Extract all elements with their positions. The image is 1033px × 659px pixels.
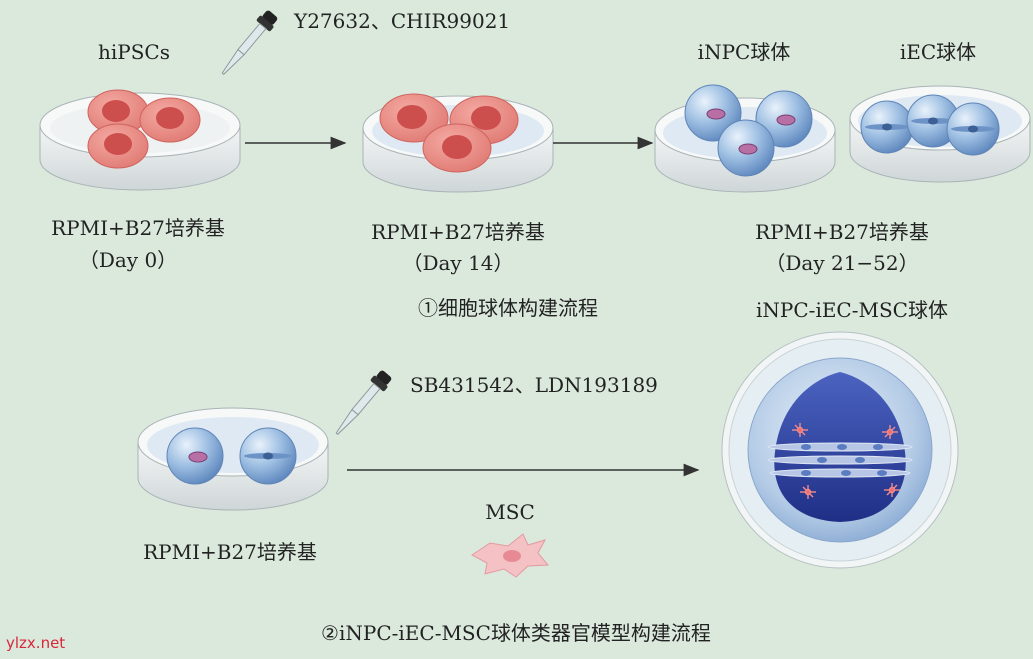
- hipsc-cell: [87, 123, 149, 169]
- medium-label-day14: RPMI+B27培养基: [371, 220, 545, 244]
- petri-dish-iec: [849, 85, 1031, 183]
- iec-sphere: [860, 100, 914, 154]
- organoid-label: iNPC-iEC-MSC球体: [756, 298, 948, 322]
- msc-label: MSC: [485, 500, 535, 524]
- reagents-label-1: Y27632、CHIR99021: [294, 9, 511, 33]
- inpc-sphere-label: iNPC球体: [697, 40, 791, 64]
- petri-dish-day14: [362, 93, 554, 193]
- hipsc-cell: [139, 97, 201, 143]
- pipette-icon: [221, 10, 278, 75]
- medium-label-coculture: RPMI+B27培养基: [143, 540, 317, 564]
- iec-sphere: [239, 427, 297, 485]
- petri-dish-day0: [39, 89, 241, 191]
- day0-label: （Day 0）: [78, 248, 178, 272]
- iec-sphere: [906, 94, 960, 148]
- day14-label: （Day 14）: [402, 251, 514, 275]
- organoid-sphere: [721, 331, 959, 569]
- iec-sphere-label: iEC球体: [899, 40, 977, 64]
- section1-caption: ①细胞球体构建流程: [418, 296, 598, 320]
- section2-caption: ②iNPC-iEC-MSC球体类器官模型构建流程: [321, 621, 711, 645]
- iec-sphere: [946, 102, 1000, 156]
- petri-dish-coculture: [137, 407, 329, 511]
- day21-label: （Day 21−52）: [765, 251, 919, 275]
- watermark: ylzx.net: [6, 634, 66, 652]
- medium-label-day21: RPMI+B27培养基: [755, 220, 929, 244]
- petri-dish-inpc: [654, 84, 836, 193]
- pipette-icon: [335, 370, 392, 435]
- inpc-sphere: [166, 427, 224, 485]
- hipsc-cell: [422, 123, 492, 173]
- reagents-label-2: SB431542、LDN193189: [410, 373, 658, 397]
- hipscs-label: hiPSCs: [97, 40, 171, 64]
- hipsc-cell: [379, 93, 449, 143]
- medium-label-day0: RPMI+B27培养基: [51, 216, 225, 240]
- inpc-sphere: [717, 119, 775, 177]
- msc-cell: [471, 533, 550, 578]
